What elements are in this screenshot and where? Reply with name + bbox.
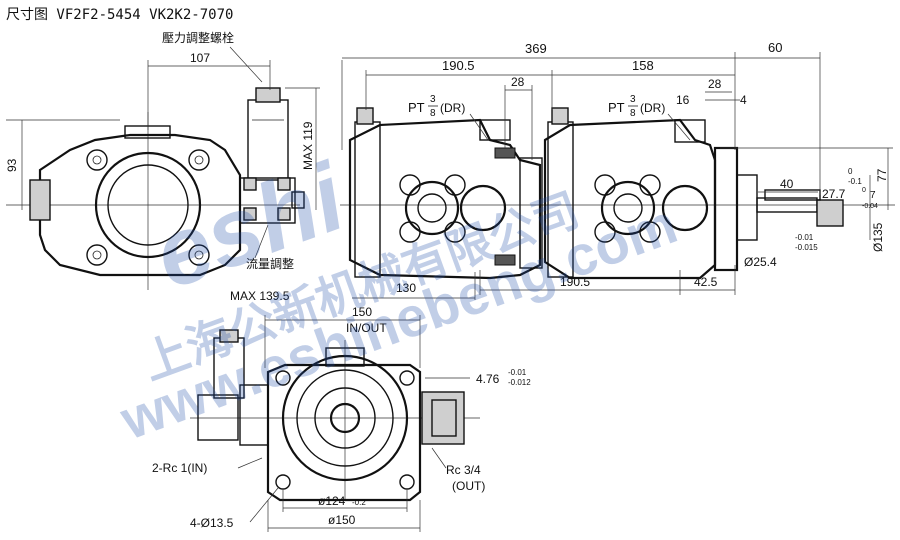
dim-27-7-tol-bottom: -0.1 xyxy=(848,177,862,186)
dim-60: 60 xyxy=(768,40,782,55)
side-view: 107 壓力調整螺栓 93 MAX 119 流量調整 xyxy=(5,30,320,290)
dim-4: 4 xyxy=(740,93,747,107)
dim-max139-5: MAX 139.5 xyxy=(230,289,290,303)
watermark: eshi 上海公新机械有限公司 www.eshinebeng.com xyxy=(112,143,685,452)
end-view: 150 IN/OUT 4.76 -0.01 -0.012 2-Rc 1(IN) … xyxy=(152,305,531,532)
pt-frac-den-a: 8 xyxy=(430,108,436,119)
dim-150-top: 150 xyxy=(352,305,372,319)
pt-frac-num-b: 3 xyxy=(630,94,636,105)
in-out-label: IN/OUT xyxy=(346,321,387,335)
dim-190-5-bottom: 190.5 xyxy=(560,275,590,289)
dim-4-76: 4.76 xyxy=(476,372,500,386)
dim-77: 77 xyxy=(875,168,889,182)
out-label: (OUT) xyxy=(452,479,485,493)
dim-4-76-tol-top: -0.01 xyxy=(508,368,527,377)
dim-124-tol: -0.2 xyxy=(352,498,366,507)
pt-frac-den-b: 8 xyxy=(630,108,636,119)
dim-4-13-5: 4-Ø13.5 xyxy=(190,516,234,530)
dr-label-a: (DR) xyxy=(440,101,465,115)
dim-93: 93 xyxy=(5,158,19,172)
dim-7: 7 xyxy=(870,190,876,201)
rc-out-label: Rc 3/4 xyxy=(446,463,481,477)
dim-150-bottom: ø150 xyxy=(328,513,356,527)
dim-40: 40 xyxy=(780,177,794,191)
dim-42-5: 42.5 xyxy=(694,275,718,289)
rc-in-label: 2-Rc 1(IN) xyxy=(152,461,207,475)
pt-frac-num-a: 3 xyxy=(430,94,436,105)
dim-369: 369 xyxy=(525,41,547,56)
dim-28-a: 28 xyxy=(511,75,525,89)
dr-label-b: (DR) xyxy=(640,101,665,115)
dim-25-4: Ø25.4 xyxy=(744,255,777,269)
dim-max119: MAX 119 xyxy=(301,121,315,170)
pt-label-b: PT xyxy=(608,100,625,115)
dim-130: 130 xyxy=(396,281,416,295)
dim-27-7: 27.7 xyxy=(822,187,846,201)
dim-190-5-top: 190.5 xyxy=(442,58,475,73)
dim-135-tol-bottom: -0.015 xyxy=(795,243,818,252)
dim-124: ø124 xyxy=(318,494,346,508)
dim-4-76-tol-bottom: -0.012 xyxy=(508,378,531,387)
dim-28-b: 28 xyxy=(708,77,722,91)
dim-135-tol-top: -0.01 xyxy=(795,233,814,242)
dim-16: 16 xyxy=(676,93,690,107)
dim-7-tol-top: 0 xyxy=(862,187,866,194)
flow-adjust-label: 流量調整 xyxy=(246,256,294,271)
dim-107: 107 xyxy=(190,51,210,65)
dim-27-7-tol-top: 0 xyxy=(848,167,853,176)
dim-135: Ø135 xyxy=(871,222,885,252)
front-view: 369 60 190.5 158 28 28 16 4 PT 3 8 (DR) … xyxy=(230,40,895,303)
pressure-screw-label: 壓力調整螺栓 xyxy=(162,30,234,45)
dim-158: 158 xyxy=(632,58,654,73)
page-title: 尺寸图 VF2F2-5454 VK2K2-7070 xyxy=(6,7,234,23)
pt-label-a: PT xyxy=(408,100,425,115)
